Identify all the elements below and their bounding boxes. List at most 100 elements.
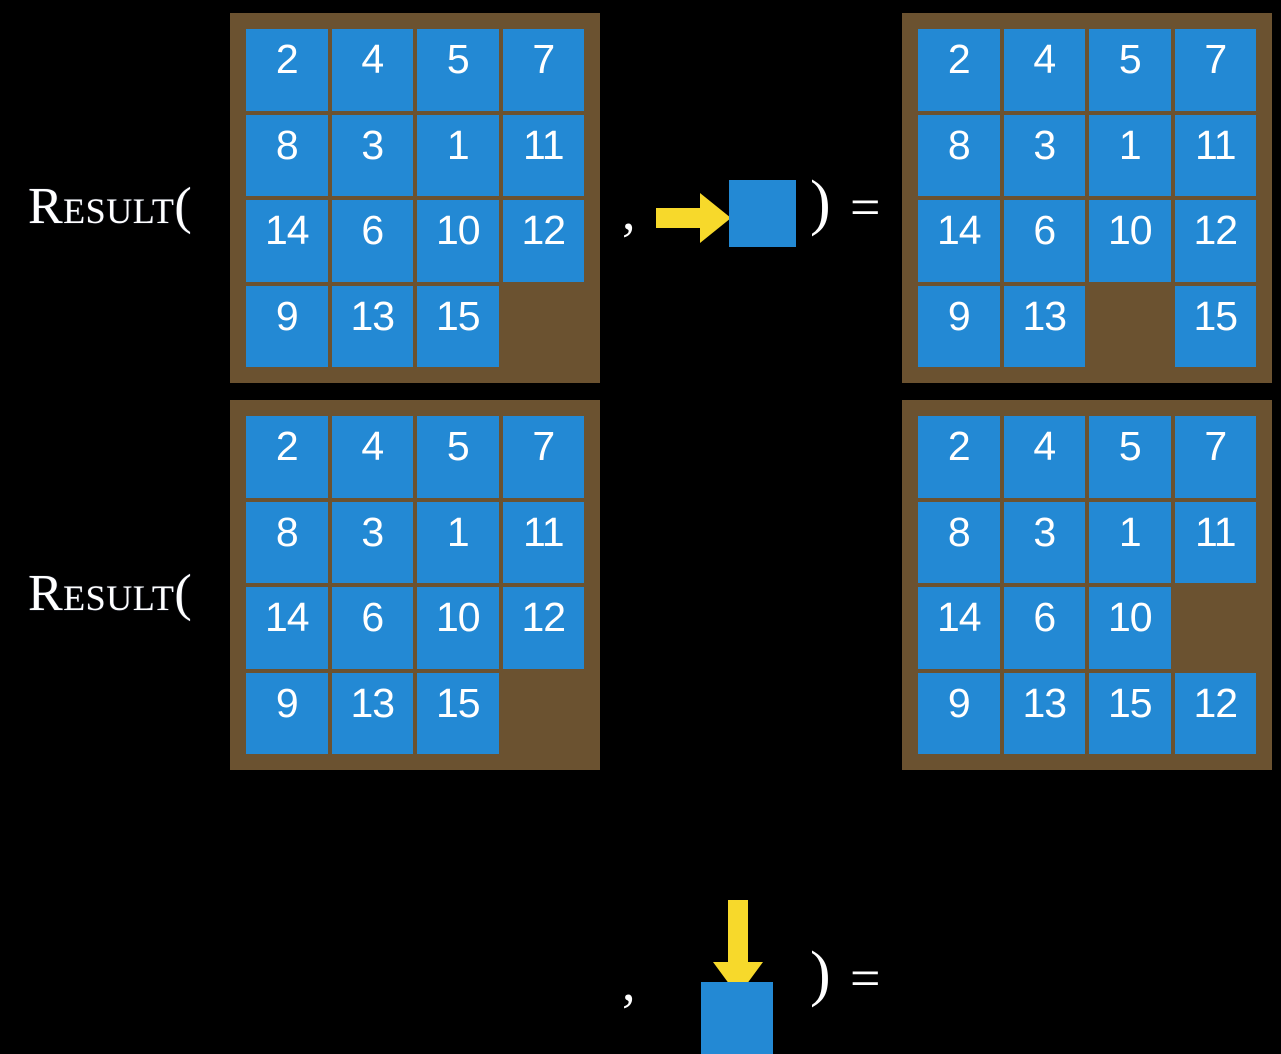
puzzle-tile[interactable]: 10 — [1089, 587, 1171, 669]
puzzle-tile[interactable]: 3 — [1003, 114, 1085, 196]
puzzle-tile[interactable]: 3 — [331, 114, 413, 196]
puzzle-tile[interactable]: 1 — [1089, 501, 1171, 583]
puzzle-tile[interactable]: 12 — [1174, 200, 1256, 282]
puzzle-tile[interactable]: 6 — [1003, 587, 1085, 669]
tile-number: 8 — [275, 121, 299, 168]
puzzle-tile[interactable]: 4 — [331, 29, 413, 111]
tile-number: 13 — [1022, 679, 1067, 726]
puzzle-tile[interactable]: 7 — [1174, 29, 1256, 111]
puzzle-tile[interactable]: 14 — [246, 200, 328, 282]
empty-slot — [503, 286, 585, 368]
tile-number: 1 — [446, 121, 470, 168]
puzzle-tile[interactable]: 12 — [1174, 672, 1256, 754]
puzzle-tile[interactable]: 4 — [331, 416, 413, 498]
puzzle-tile[interactable]: 7 — [1174, 416, 1256, 498]
tile-number: 2 — [947, 423, 971, 469]
puzzle-tile[interactable]: 15 — [1089, 672, 1171, 754]
puzzle-tile[interactable]: 14 — [246, 587, 328, 669]
tile-number: 2 — [275, 423, 299, 469]
puzzle-tile[interactable]: 8 — [918, 114, 1000, 196]
puzzle-tile[interactable]: 7 — [502, 29, 584, 111]
puzzle-tile[interactable]: 4 — [1003, 29, 1085, 111]
moving-tile-row-2 — [701, 982, 773, 1054]
tile-number: 8 — [275, 508, 299, 555]
puzzle-tile[interactable]: 9 — [918, 285, 1000, 367]
puzzle-tile[interactable]: 9 — [918, 672, 1000, 754]
tile-number: 8 — [947, 121, 971, 168]
puzzle-tile[interactable]: 11 — [1174, 114, 1256, 196]
tile-number: 3 — [361, 508, 384, 555]
tile-number: 3 — [1033, 508, 1056, 555]
result-function-label-row-2: Result( — [28, 565, 193, 622]
puzzle-tile[interactable]: 15 — [1174, 285, 1256, 367]
result-function-label-row-1: Result( — [28, 178, 193, 235]
puzzle-tile[interactable]: 15 — [417, 285, 499, 367]
puzzle-tile[interactable]: 9 — [246, 285, 328, 367]
puzzle-tile[interactable]: 9 — [246, 672, 328, 754]
tile-number: 14 — [936, 594, 982, 640]
puzzle-tile[interactable]: 4 — [1003, 416, 1085, 498]
puzzle-tile[interactable]: 13 — [331, 285, 413, 367]
puzzle-tile[interactable]: 6 — [1003, 200, 1085, 282]
tile-number: 13 — [350, 679, 395, 726]
puzzle-tile[interactable]: 13 — [331, 672, 413, 754]
tile-number: 4 — [361, 36, 384, 82]
puzzle-tile[interactable]: 2 — [918, 416, 1000, 498]
tile-number: 6 — [361, 207, 384, 253]
puzzle-tile[interactable]: 14 — [918, 587, 1000, 669]
puzzle-tile[interactable]: 5 — [1089, 29, 1171, 111]
puzzle-tile[interactable]: 10 — [417, 587, 499, 669]
puzzle-tile[interactable]: 10 — [1089, 200, 1171, 282]
closing-paren-row-2: ) — [810, 940, 831, 1008]
puzzle-tile[interactable]: 3 — [331, 501, 413, 583]
puzzle-tile[interactable]: 1 — [417, 501, 499, 583]
puzzle-tile[interactable]: 5 — [417, 416, 499, 498]
operator-group-row-2: , ) = — [600, 395, 902, 1054]
puzzle-tile[interactable]: 11 — [502, 114, 584, 196]
puzzle-tile[interactable]: 2 — [246, 416, 328, 498]
puzzle-tile[interactable]: 8 — [918, 501, 1000, 583]
tile-number: 5 — [446, 36, 470, 82]
puzzle-tile[interactable]: 13 — [1003, 672, 1085, 754]
puzzle-tile[interactable]: 13 — [1003, 285, 1085, 367]
puzzle-tile[interactable]: 10 — [417, 200, 499, 282]
puzzle-tile[interactable]: 11 — [1174, 501, 1256, 583]
puzzle-tile[interactable]: 12 — [502, 200, 584, 282]
puzzle-tile[interactable]: 1 — [1089, 114, 1171, 196]
equals-sign-row-1: = — [850, 177, 881, 237]
tile-number: 9 — [947, 292, 971, 339]
comma-separator-row-1: , — [622, 181, 636, 241]
tile-number: 14 — [264, 207, 310, 253]
tile-number: 1 — [446, 508, 470, 555]
tile-number: 14 — [936, 207, 982, 253]
tile-number: 1 — [1118, 121, 1142, 168]
tile-number: 10 — [1107, 207, 1153, 253]
empty-slot — [1175, 587, 1257, 669]
puzzle-tile[interactable]: 1 — [417, 114, 499, 196]
puzzle-tile[interactable]: 14 — [918, 200, 1000, 282]
puzzle-tile[interactable]: 5 — [417, 29, 499, 111]
puzzle-tile[interactable]: 6 — [331, 587, 413, 669]
puzzle-tile[interactable]: 6 — [331, 200, 413, 282]
puzzle-tile[interactable]: 2 — [246, 29, 328, 111]
puzzle-tile[interactable]: 8 — [246, 114, 328, 196]
puzzle-tile[interactable]: 2 — [918, 29, 1000, 111]
puzzle-tile[interactable]: 3 — [1003, 501, 1085, 583]
empty-slot — [1089, 286, 1171, 368]
puzzle-tile[interactable]: 12 — [502, 587, 584, 669]
arrow-right-icon — [656, 193, 731, 243]
tile-number: 12 — [1193, 679, 1238, 726]
puzzle-tile[interactable]: 7 — [502, 416, 584, 498]
puzzle-tile[interactable]: 5 — [1089, 416, 1171, 498]
tile-number: 15 — [435, 679, 481, 726]
closing-paren-row-1: ) — [810, 169, 831, 237]
tile-number: 14 — [264, 594, 310, 640]
puzzle-tile[interactable]: 15 — [417, 672, 499, 754]
puzzle-tile[interactable]: 8 — [246, 501, 328, 583]
tile-number: 11 — [522, 508, 565, 555]
tile-number: 15 — [435, 292, 481, 339]
puzzle-tile[interactable]: 11 — [502, 501, 584, 583]
